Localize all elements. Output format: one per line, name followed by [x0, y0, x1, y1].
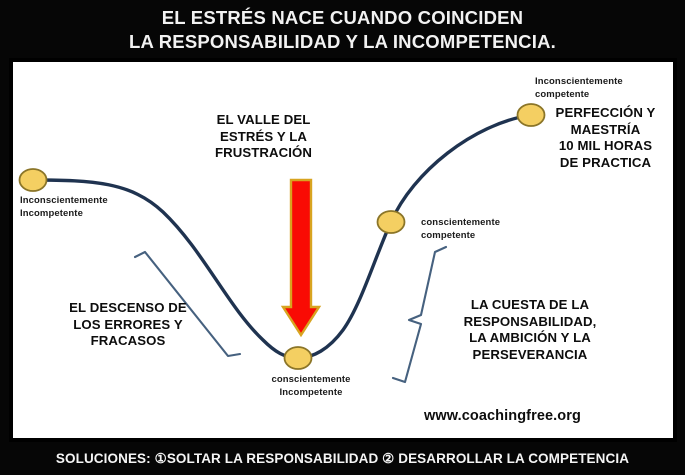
website-url[interactable]: www.coachingfree.org	[424, 408, 581, 424]
label-climb-responsibility: LA CUESTA DE LA RESPONSABILIDAD, LA AMBI…	[463, 297, 597, 362]
slide-footer: SOLUCIONES: ①SOLTAR LA RESPONSABILIDAD ②…	[0, 442, 685, 475]
label-unconscious-competent: Inconscientemente competente	[535, 76, 623, 100]
climb-bracket-icon	[391, 245, 448, 384]
node-inconscientemente-incompetente[interactable]	[18, 168, 48, 192]
label-conscious-competent: conscientemente competente	[421, 217, 501, 241]
label-valley-of-stress: EL VALLE DEL ESTRÉS Y LA FRUSTRACIÓN	[214, 112, 313, 160]
diagram-frame-inner	[13, 62, 673, 438]
node-inconscientemente-competente[interactable]	[516, 103, 546, 127]
node-conscientemente-incompetente[interactable]	[283, 346, 313, 370]
slide-header: EL ESTRÉS NACE CUANDO COINCIDEN LA RESPO…	[0, 0, 685, 58]
header-line-2: LA RESPONSABILIDAD Y LA INCOMPETENCIA.	[129, 31, 556, 52]
diagram-frame	[9, 58, 677, 442]
label-descent-errors: EL DESCENSO DE LOS ERRORES Y FRACASOS	[69, 300, 187, 348]
descent-bracket-icon	[133, 250, 242, 358]
learning-curve-graphic	[18, 103, 546, 384]
header-line-1: EL ESTRÉS NACE CUANDO COINCIDEN	[161, 7, 524, 28]
red-down-arrow-icon	[280, 178, 322, 338]
label-conscious-incompetent: conscientemente Incompetente	[271, 374, 351, 398]
footer-solutions-text: SOLUCIONES: ①SOLTAR LA RESPONSABILIDAD ②…	[55, 451, 630, 466]
label-mastery: PERFECCIÓN Y MAESTRÍA 10 MIL HORAS DE PR…	[555, 105, 656, 170]
diagram-canvas: Inconscientemente Incompetente EL VALLE …	[13, 62, 673, 438]
label-unconscious-incompetent: Inconscientemente Incompetente	[20, 195, 108, 219]
node-conscientemente-competente[interactable]	[376, 210, 406, 234]
